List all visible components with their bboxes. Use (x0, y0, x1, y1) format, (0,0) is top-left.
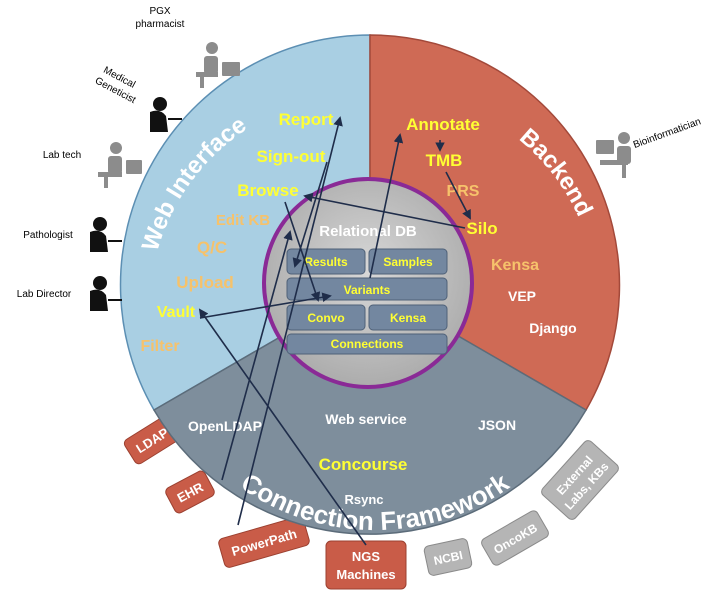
tag-ncbi: NCBI (423, 538, 473, 576)
tag-ncbi-label: NCBI (432, 548, 464, 568)
computer-user-icon (596, 132, 631, 178)
arrow-variants-to-annotate (369, 133, 404, 279)
computer-user-icon (196, 42, 240, 88)
tag-oncokb: OncoKB (481, 510, 549, 566)
pathologist-label: Pathologist (23, 230, 73, 241)
backend-django: Django (529, 320, 576, 336)
backend-prs: PRS (447, 183, 480, 200)
tag-ehr: EHR (165, 470, 215, 514)
arrow-browse-to-convo (284, 201, 321, 302)
user-pgx-pharmacist: PGX pharmacist (136, 6, 240, 88)
flow-arrows (198, 116, 471, 546)
arrow-ehr-to-core (221, 230, 293, 481)
db-connections: Connections (331, 337, 404, 351)
tag-ngs-line1: NGS (352, 549, 381, 564)
web-qc: Q/C (197, 238, 227, 257)
web-report: Report (279, 110, 334, 129)
web-signout: Sign-out (257, 147, 326, 166)
backend-tmb: TMB (426, 151, 463, 170)
relational-db-core: Relational DB Results Samples Variants C… (262, 177, 474, 389)
conn-openldap: OpenLDAP (188, 418, 262, 434)
conn-web-service: Web service (325, 411, 407, 427)
backend-silo: Silo (466, 219, 497, 238)
arrow-silo-to-browse (303, 192, 466, 229)
backend-kensa: Kensa (491, 257, 539, 274)
tag-ngs-machines: NGS Machines (325, 540, 407, 590)
user-medical-geneticist: Medical Geneticist (93, 65, 182, 132)
relational-db-title: Relational DB (319, 223, 417, 240)
web-filter: Filter (140, 338, 179, 355)
arrow-powerpath-to-report (237, 116, 343, 526)
person-silhouette-icon (150, 97, 182, 132)
web-vault: Vault (157, 304, 196, 321)
arrow-ngs-to-vault (198, 308, 367, 546)
user-pathologist: Pathologist (23, 217, 122, 252)
web-upload: Upload (176, 273, 234, 292)
user-lab-director: Lab Director (17, 276, 122, 311)
computer-user-icon (98, 142, 142, 188)
db-convo: Convo (307, 311, 344, 325)
backend-annotate: Annotate (406, 115, 480, 134)
web-edit-kb: Edit KB (216, 212, 270, 229)
db-variants: Variants (344, 283, 391, 297)
labtech-label: Lab tech (43, 150, 81, 161)
backend-vep: VEP (508, 288, 536, 304)
db-samples: Samples (383, 255, 433, 269)
conn-rsync: Rsync (344, 492, 383, 507)
db-results: Results (304, 255, 348, 269)
bioinformatician-label: Bioinformatician (632, 116, 703, 151)
connection-sector (152, 284, 588, 535)
person-silhouette-icon (90, 217, 122, 252)
db-kensa: Kensa (390, 311, 426, 325)
pgx-label-line1: PGX (149, 6, 170, 17)
pgx-label-line2: pharmacist (136, 19, 185, 30)
person-silhouette-icon (90, 276, 122, 311)
conn-json: JSON (478, 417, 516, 433)
arrow-vault-to-variants (199, 292, 332, 319)
user-bioinformatician: Bioinformatician (596, 116, 702, 178)
user-lab-tech: Lab tech (43, 142, 142, 188)
arrow-tmb-to-silo (445, 171, 471, 220)
tag-ngs-line2: Machines (336, 567, 395, 582)
arrow-signout-to-results (292, 161, 328, 268)
web-browse: Browse (237, 181, 298, 200)
labdirector-label: Lab Director (17, 289, 72, 300)
conn-concourse: Concourse (319, 455, 408, 474)
